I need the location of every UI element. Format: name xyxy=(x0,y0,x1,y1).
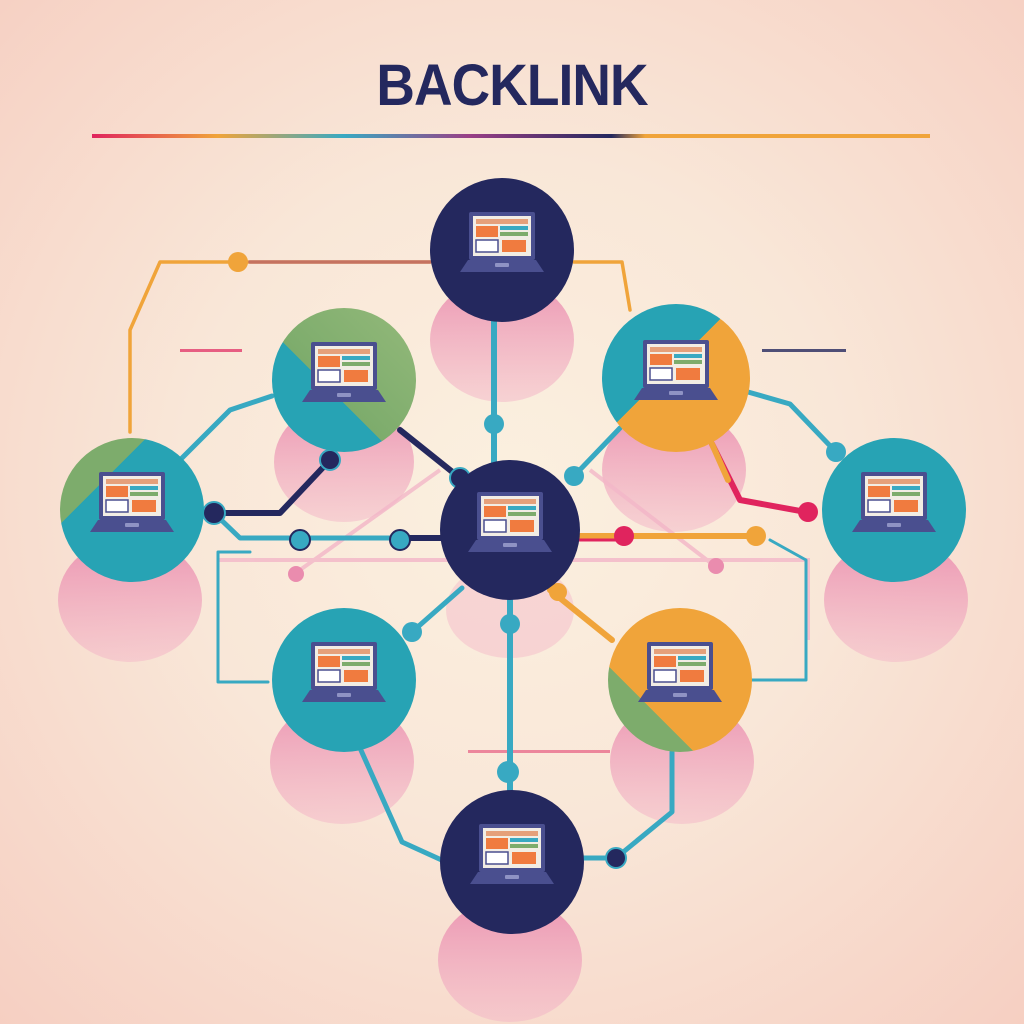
node-top xyxy=(430,178,574,322)
node-upper-left xyxy=(272,308,416,452)
webpage-icon xyxy=(485,831,538,865)
link-left-center-teal xyxy=(211,510,448,541)
webpage-icon xyxy=(649,347,702,381)
link-upper-right-to-center xyxy=(571,425,623,479)
link-left-to-center xyxy=(211,457,333,516)
node-lower-right xyxy=(608,608,752,752)
webpage-icon xyxy=(475,219,528,253)
node-upper-right xyxy=(602,304,750,452)
dash-right xyxy=(762,349,846,352)
site-nodes xyxy=(60,178,966,934)
webpage-icon xyxy=(317,649,370,683)
node-right xyxy=(822,438,966,582)
diagram-title: BACKLINK xyxy=(376,53,648,118)
link-left-to-upper-left xyxy=(177,393,275,463)
node-center xyxy=(440,460,580,600)
link-left-frame xyxy=(216,550,270,684)
link-top-to-upper-right xyxy=(572,260,632,312)
node-bottom xyxy=(440,790,584,934)
link-right-frame xyxy=(750,538,808,682)
dash-bottom xyxy=(468,750,610,753)
webpage-icon xyxy=(483,499,536,533)
link-lower-right-to-bottom xyxy=(579,749,675,861)
dash-left xyxy=(180,349,242,352)
node-lower-left xyxy=(272,608,416,752)
link-upper-left-to-center xyxy=(397,427,463,481)
link-lower-left-to-bottom xyxy=(357,745,449,865)
junction-dots xyxy=(202,252,846,869)
link-upper-right-to-right xyxy=(745,389,839,455)
webpage-icon xyxy=(317,349,370,383)
webpage-icon xyxy=(867,479,920,513)
webpage-icon xyxy=(653,649,706,683)
link-center-to-lower-left xyxy=(409,585,465,635)
webpage-icon xyxy=(105,479,158,513)
faint-paths xyxy=(218,468,810,640)
title-underline-stripe xyxy=(92,134,930,138)
node-left xyxy=(60,438,204,582)
